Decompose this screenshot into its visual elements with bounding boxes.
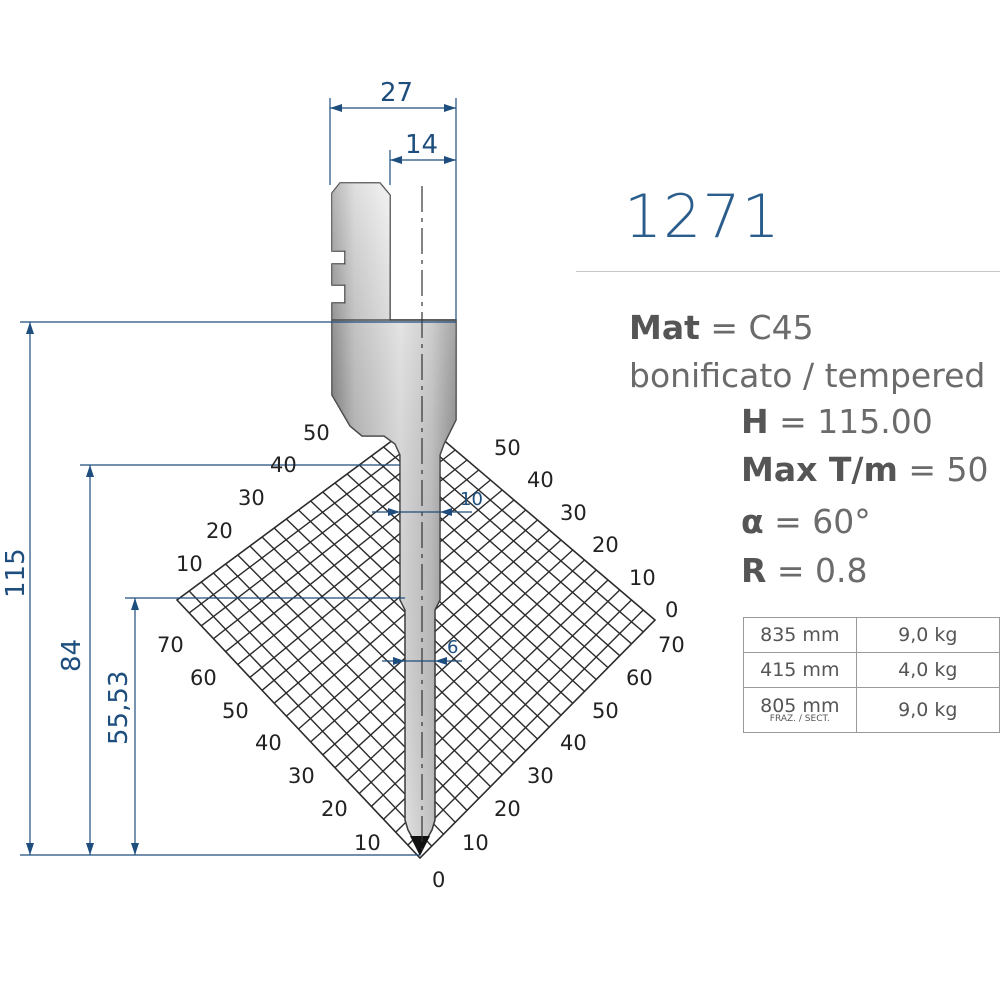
- scale-left-upper-4: 10: [176, 552, 203, 576]
- grid-line: [322, 539, 562, 756]
- scale-bottom: 0: [432, 868, 445, 892]
- grid-line: [237, 554, 480, 799]
- scale-labels: 50 40 30 20 10 50 40 30 20 10 0 70 60 50…: [157, 421, 685, 892]
- spec-height: H = 115.00: [741, 402, 933, 441]
- table-row: 805 mm FRAZ. / SECT. 9,0 kg: [743, 687, 1000, 733]
- scale-left-upper-1: 40: [270, 453, 297, 477]
- grid-line: [188, 590, 433, 847]
- dim-width-half: 14: [405, 130, 438, 160]
- grid-line: [334, 549, 574, 769]
- scale-right-lower-1: 60: [626, 666, 653, 690]
- scale-left-lower-0: 70: [157, 633, 184, 657]
- dimension-lines: [20, 98, 472, 856]
- scale-left-lower-1: 60: [190, 666, 217, 690]
- spec-radius-label: R: [741, 551, 767, 590]
- scale-right-upper-4: 10: [629, 566, 656, 590]
- spec-material-label: Mat: [629, 308, 700, 347]
- spec-angle-value: = 60°: [774, 502, 871, 541]
- dimension-arrows: [26, 104, 456, 855]
- length-value: 805 mm: [760, 695, 840, 717]
- spec-angle: α = 60°: [741, 502, 871, 541]
- length-value: 415 mm: [760, 659, 840, 681]
- product-code: 1271: [624, 182, 781, 252]
- scale-right-lower-2: 50: [592, 699, 619, 723]
- spec-radius: R = 0.8: [741, 551, 868, 590]
- spec-max-tonnage-label: Max T/m: [741, 450, 898, 489]
- length-cell: 835 mm: [743, 617, 857, 653]
- section-note: FRAZ. / SECT.: [769, 714, 830, 724]
- spec-angle-label: α: [741, 502, 764, 541]
- grid-line: [407, 609, 644, 846]
- scale-left-lower-2: 50: [222, 699, 249, 723]
- scale-right-lower-5: 20: [494, 797, 521, 821]
- scale-right-lower-0: 70: [658, 633, 685, 657]
- spec-max-tonnage: Max T/m = 50: [741, 450, 988, 489]
- weights-table: 835 mm 9,0 kg 415 mm 4,0 kg 805 mm FRAZ.…: [743, 617, 1000, 733]
- weight-cell: 9,0 kg: [855, 617, 1000, 653]
- scale-left-lower-6: 10: [354, 831, 381, 855]
- length-cell: 415 mm: [743, 652, 857, 688]
- dim-thickness-upper: 10: [460, 489, 483, 510]
- scale-right-upper-1: 40: [527, 468, 554, 492]
- scale-right-upper-5: 0: [665, 598, 678, 622]
- scale-left-upper-2: 30: [238, 486, 265, 510]
- spec-treatment: bonificato / tempered: [629, 356, 986, 395]
- scale-right-lower-6: 10: [462, 831, 489, 855]
- scale-right-upper-0: 50: [494, 436, 521, 460]
- length-cell: 805 mm FRAZ. / SECT.: [743, 687, 857, 733]
- scale-right-lower-4: 30: [527, 764, 554, 788]
- scale-right-lower-3: 40: [560, 731, 587, 755]
- grid-line: [249, 545, 491, 788]
- weight-cell: 4,0 kg: [855, 652, 1000, 688]
- scale-left-lower-3: 40: [255, 731, 282, 755]
- table-row: 415 mm 4,0 kg: [743, 652, 1000, 688]
- spec-max-tonnage-value: = 50: [908, 450, 989, 489]
- grid-line: [346, 559, 585, 782]
- table-row: 835 mm 9,0 kg: [743, 617, 1000, 653]
- length-value: 835 mm: [760, 624, 840, 646]
- title-divider: [576, 271, 1000, 272]
- grid-line: [273, 527, 515, 764]
- spec-radius-value: = 0.8: [776, 551, 868, 590]
- spec-height-label: H: [741, 402, 769, 441]
- spec-material-value: = C45: [710, 308, 814, 347]
- scale-left-lower-4: 30: [288, 764, 315, 788]
- dim-width-total: 27: [380, 78, 413, 108]
- punch-profile: [331, 182, 457, 856]
- dim-height-shank: 55,53: [104, 671, 134, 745]
- weight-cell: 9,0 kg: [855, 687, 1000, 733]
- grid-line: [358, 569, 597, 795]
- scale-left-upper-0: 50: [303, 421, 330, 445]
- spec-height-value: = 115.00: [779, 402, 933, 441]
- grid-line: [261, 536, 503, 776]
- spec-material: Mat = C45: [629, 308, 814, 347]
- grid-line: [200, 581, 445, 835]
- scale-left-lower-5: 20: [321, 797, 348, 821]
- scale-left-upper-3: 20: [206, 519, 233, 543]
- scale-right-upper-3: 20: [592, 533, 619, 557]
- scale-right-upper-2: 30: [560, 501, 587, 525]
- dim-height-total: 115: [1, 548, 31, 598]
- dim-thickness-lower: 6: [447, 637, 458, 658]
- dim-height-neck: 84: [57, 639, 87, 672]
